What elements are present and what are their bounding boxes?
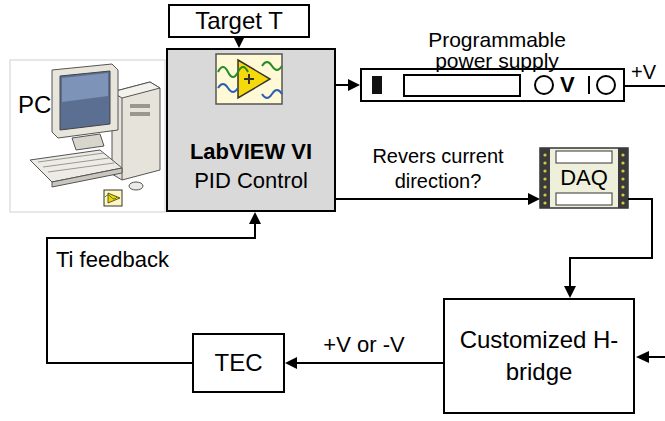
input-box: Target T [168,4,310,38]
panel-label: V [560,72,575,98]
connector-line [336,198,529,200]
arrowhead [348,79,360,91]
power-supply: Programmable power supplyV [360,30,625,102]
arrowhead [249,212,261,224]
arrowhead [564,286,576,298]
controller-box: LabVIEW VIPID Control [166,48,336,212]
connector [336,193,540,205]
daq-device [540,148,628,208]
power-supply-body: V [360,68,625,102]
node-text: TEC [215,349,263,377]
tec-box: TEC [192,333,285,393]
node-text: Target T [195,7,283,35]
node-text: LabVIEW VI [190,137,312,167]
arrowhead [285,357,297,369]
node-text: DAQ [560,165,608,191]
connector [564,199,652,298]
hbridge-box: Customized H-bridge [443,298,635,414]
arrowhead [528,193,540,205]
device-name: PC [16,90,53,120]
device-heading: Programmable power supply [407,30,587,71]
connector [336,79,360,91]
node-text: PID Control [194,166,308,196]
connector [285,357,443,369]
edge-label: Revers current direction? [361,144,515,194]
labview-icon [216,54,282,104]
supply-wire [625,85,665,87]
connector-line [296,362,443,364]
node-text: Customized H-bridge [451,324,627,389]
power-supply-panel [372,75,615,96]
edge-label: Ti feedback [54,246,171,274]
connector-line [336,84,349,86]
pc-illustration [10,60,165,212]
supply-wire-in [636,351,665,363]
signal-name: +V [629,60,658,85]
connector-line [570,199,652,287]
edge-label: +V or -V [321,331,406,359]
daq-box: DAQ [540,148,628,208]
